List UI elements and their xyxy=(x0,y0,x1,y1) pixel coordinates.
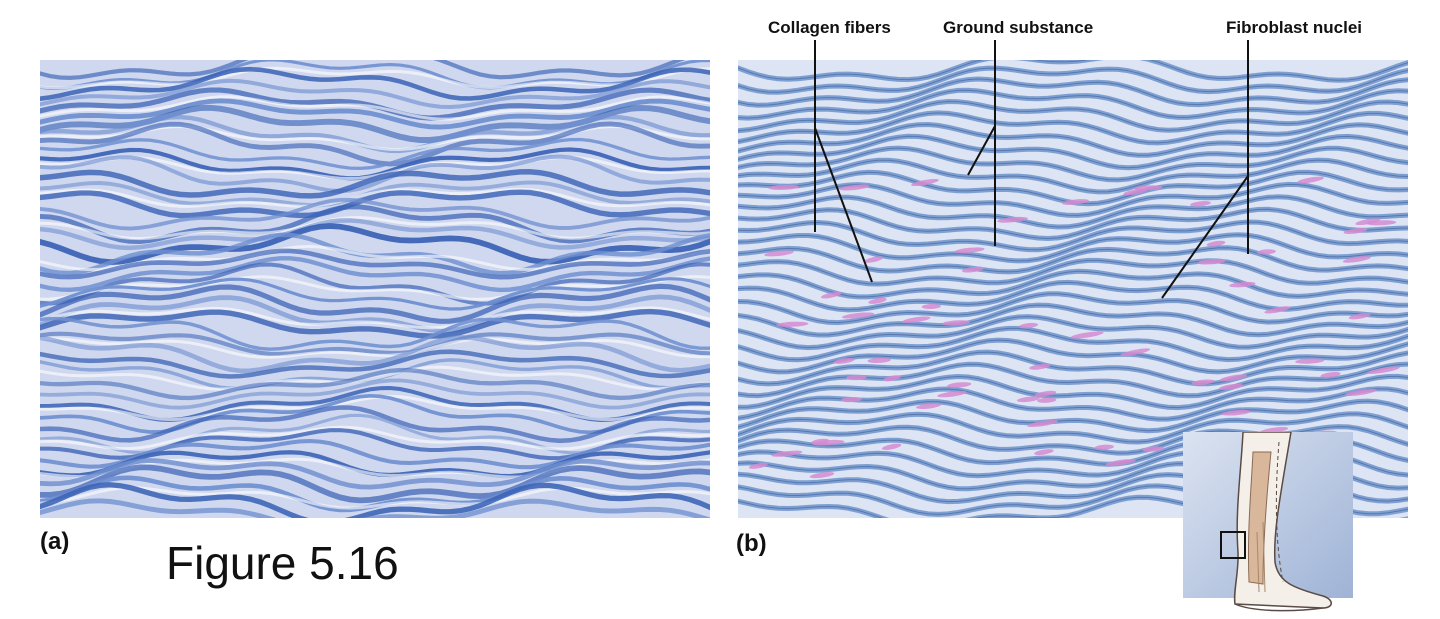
fibroblast-nuclei-label: Fibroblast nuclei xyxy=(1226,18,1363,37)
region-box xyxy=(1220,531,1246,559)
leg-inset xyxy=(1183,432,1353,618)
figure-caption: Figure 5.16 xyxy=(166,537,399,589)
panel-a-label: (a) xyxy=(40,528,70,555)
collagen-fibers-label: Collagen fibers xyxy=(768,18,891,37)
ground-substance-label: Ground substance xyxy=(943,18,1094,37)
micrograph-image xyxy=(40,60,710,518)
micrograph-panel-a xyxy=(40,60,710,518)
leg-tendon-icon xyxy=(1183,432,1353,612)
panel-b-label: (b) xyxy=(736,530,767,557)
